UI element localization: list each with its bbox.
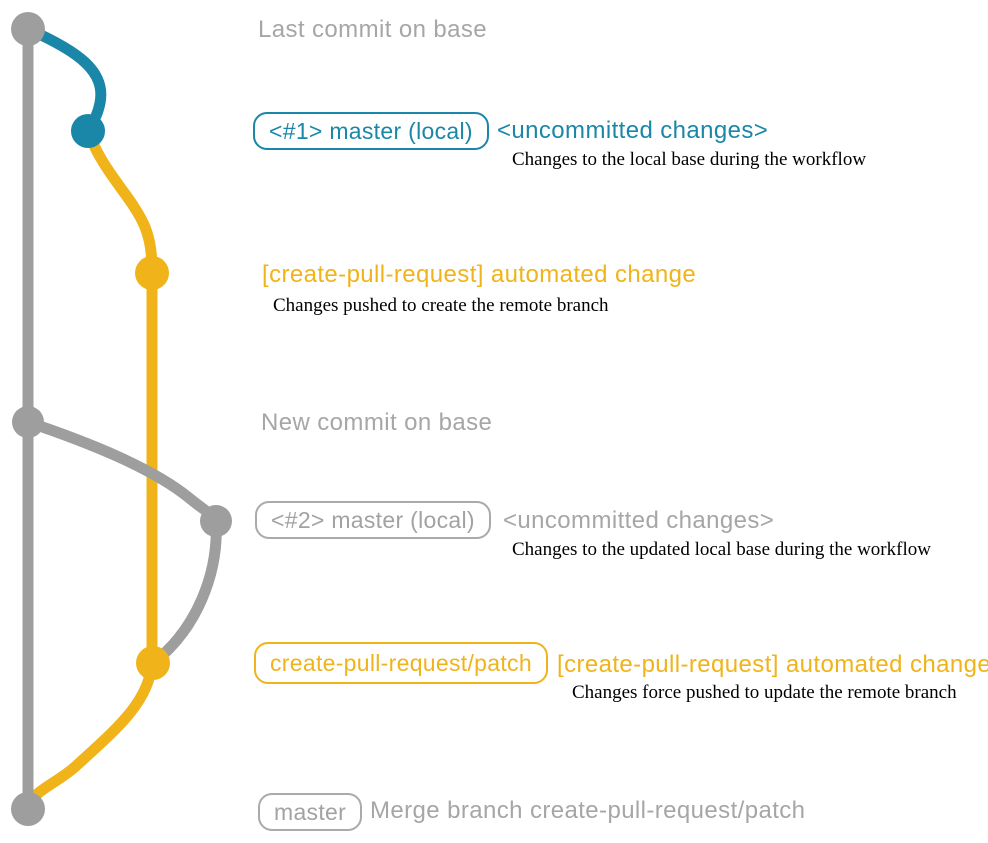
- commit-node-patch-1: [135, 256, 169, 290]
- commit-node-patch-2: [136, 646, 170, 680]
- rebase-curve: [147, 515, 222, 669]
- commit-node-merge: [11, 792, 45, 826]
- uncommitted-changes-heading-1: <uncommitted changes>: [497, 117, 769, 144]
- automated-change-description-2: Changes force pushed to update the remot…: [572, 682, 957, 703]
- commit-node-last-base: [11, 12, 45, 46]
- commit-node-new-base: [12, 406, 44, 438]
- branch-pill-master-local-2: <#2> master (local): [255, 501, 491, 539]
- uncommitted-changes-description-1: Changes to the local base during the wor…: [512, 149, 867, 170]
- automated-change-description-1: Changes pushed to create the remote bran…: [273, 295, 609, 316]
- branch-pill-master: master: [258, 793, 363, 831]
- merge-title: Merge branch create-pull-request/patch: [370, 797, 806, 824]
- last-commit-title: Last commit on base: [258, 16, 488, 43]
- automated-change-heading-1: [create-pull-request] automated change: [262, 261, 697, 288]
- commit-node-local-1: [71, 114, 105, 148]
- branch-pill-patch: create-pull-request/patch: [254, 642, 548, 684]
- uncommitted-changes-description-2: Changes to the updated local base during…: [512, 539, 931, 560]
- automated-change-heading-2: [create-pull-request] automated change: [557, 651, 988, 678]
- branch-pill-master-local-1: <#1> master (local): [253, 112, 489, 150]
- uncommitted-changes-heading-2: <uncommitted changes>: [503, 507, 775, 534]
- new-commit-title: New commit on base: [261, 409, 493, 436]
- base-update-curve: [22, 416, 222, 527]
- commit-node-local-2: [200, 505, 232, 537]
